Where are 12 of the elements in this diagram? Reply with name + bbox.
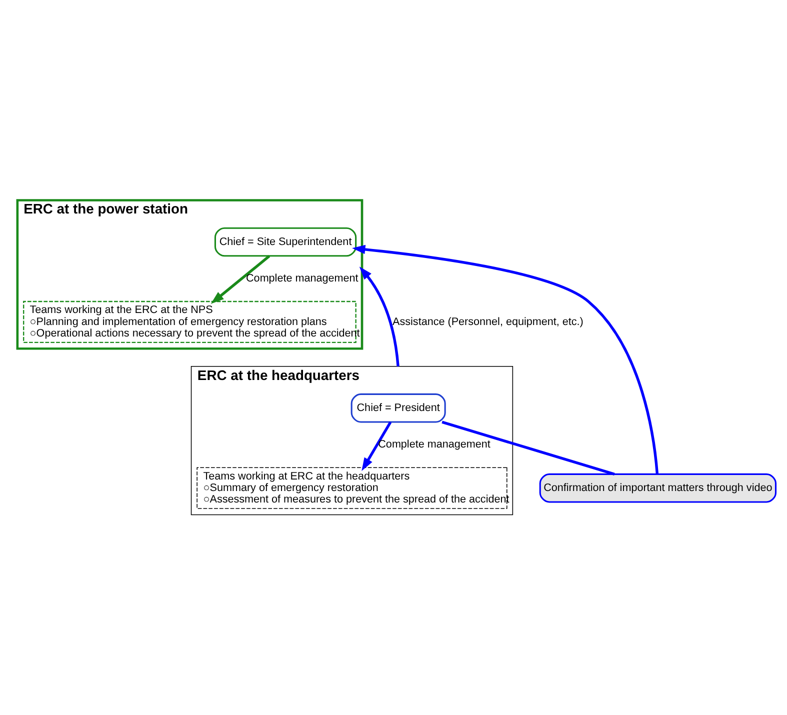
edge-label: Assistance (Personnel, equipment, etc.) — [392, 316, 584, 328]
node-box: Chief = President — [350, 393, 446, 423]
node-box: Confirmation of important matters through video — [539, 473, 777, 503]
arrow — [362, 422, 392, 471]
arrow — [359, 266, 400, 366]
arrow — [352, 244, 659, 474]
node-box: Chief = Site Superintendent — [214, 227, 357, 257]
node-box: Teams working at ERC at the headquarters ○Summary of emergency restoration ○Assessment of measures to prevent the spread of the accident — [196, 467, 508, 509]
connector — [442, 420, 615, 476]
edge-label: Complete management — [378, 438, 490, 451]
edge-label: Complete management — [246, 272, 358, 285]
arrow — [210, 255, 270, 304]
